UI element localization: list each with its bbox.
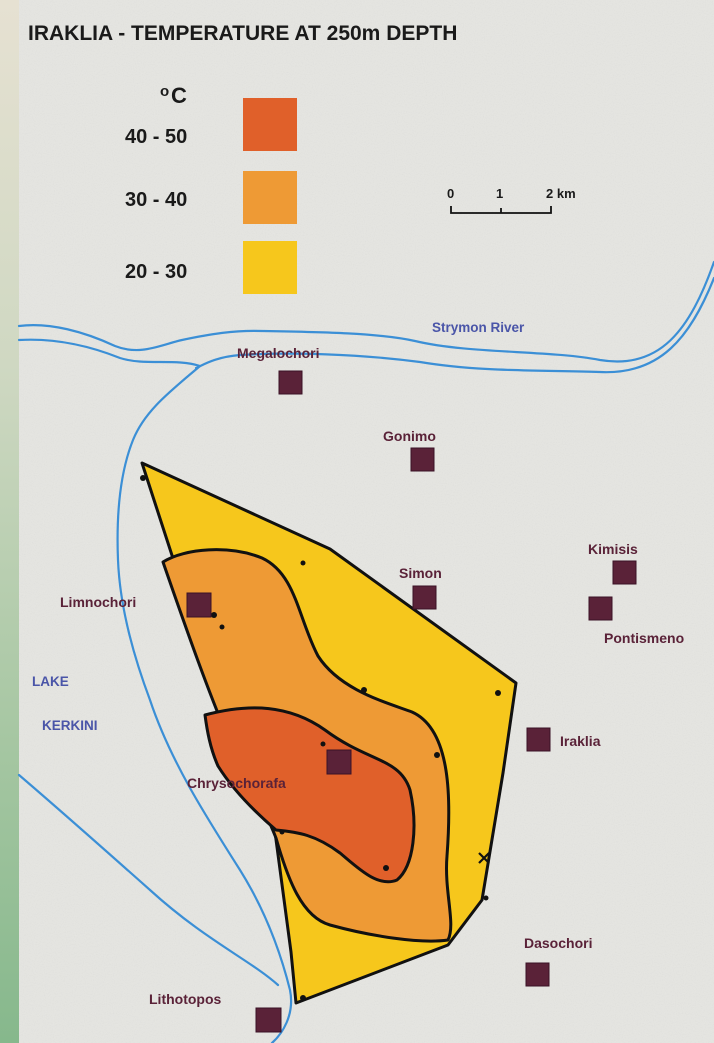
strymon-river-north-bank xyxy=(17,260,714,363)
legend-swatch-40-50 xyxy=(243,98,297,151)
legend-unit-degree: o xyxy=(160,83,169,100)
lake-kerkini-south-shore xyxy=(17,773,280,987)
town-label-dasochori: Dasochori xyxy=(524,935,592,951)
town-marker-megalochori xyxy=(278,370,303,395)
town-marker-kimisis xyxy=(612,560,637,585)
scale-tick-2km: 2 km xyxy=(546,186,576,201)
lake-kerkini-shore xyxy=(17,338,293,1043)
town-marker-limnochori xyxy=(186,592,212,618)
well-points xyxy=(140,475,501,1001)
town-marker-gonimo xyxy=(410,447,435,472)
town-label-limnochori: Limnochori xyxy=(60,594,136,610)
town-marker-chrysochorafa xyxy=(326,749,352,775)
town-marker-pontismeno xyxy=(588,596,613,621)
town-label-lithotopos: Lithotopos xyxy=(149,991,222,1007)
legend-unit-celsius: C xyxy=(171,83,187,108)
temperature-legend: o C 40 - 50 30 - 40 20 - 30 xyxy=(125,83,297,294)
scale-tick-0: 0 xyxy=(447,186,454,201)
legend-label-40-50: 40 - 50 xyxy=(125,126,187,148)
town-label-iraklia: Iraklia xyxy=(560,733,601,749)
scale-bar-line xyxy=(450,206,552,214)
strymon-river-label: Strymon River xyxy=(432,320,525,335)
zone-40-50 xyxy=(203,706,416,884)
scale-tick-1: 1 xyxy=(496,186,503,201)
town-marker-iraklia xyxy=(526,727,551,752)
map-title: IRAKLIA - TEMPERATURE AT 250m DEPTH xyxy=(28,22,457,45)
scale-bar: 0 1 2 km xyxy=(447,186,576,214)
town-label-megalochori: Megalochori xyxy=(237,345,319,361)
legend-swatch-30-40 xyxy=(243,171,297,224)
legend-label-20-30: 20 - 30 xyxy=(125,261,187,283)
town-marker-lithotopos xyxy=(255,1007,282,1033)
town-marker-dasochori xyxy=(525,962,550,987)
town-label-chrysochorafa: Chrysochorafa xyxy=(187,775,286,791)
lake-label-line1: LAKE xyxy=(32,674,69,689)
strymon-river-south-bank xyxy=(194,276,714,374)
left-gradient-strip xyxy=(0,0,19,1043)
town-label-pontismeno: Pontismeno xyxy=(604,630,684,646)
lake-label-line2: KERKINI xyxy=(42,718,98,733)
town-marker-simon xyxy=(412,585,437,610)
town-label-kimisis: Kimisis xyxy=(588,541,638,557)
town-label-simon: Simon xyxy=(399,565,442,581)
legend-swatch-20-30 xyxy=(243,241,297,294)
legend-label-30-40: 30 - 40 xyxy=(125,189,187,211)
town-markers: Megalochori Gonimo Kimisis Simon Limnoch… xyxy=(60,345,684,1033)
town-label-gonimo: Gonimo xyxy=(383,428,436,444)
